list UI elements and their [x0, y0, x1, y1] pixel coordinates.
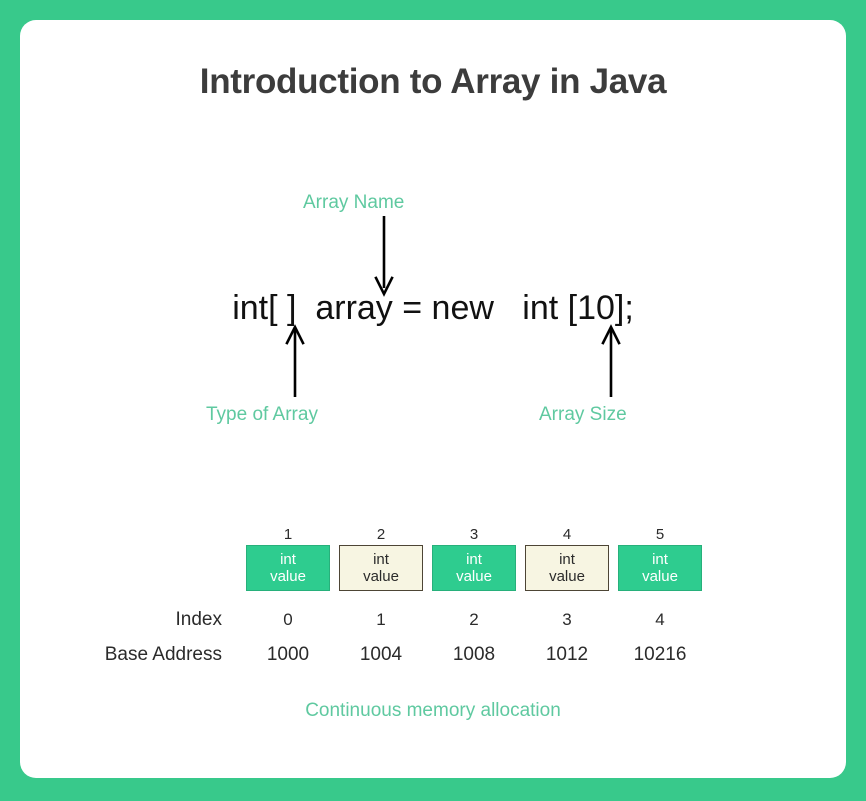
memory-cell-value: value	[642, 568, 678, 585]
memory-cell-type: int	[559, 551, 575, 568]
index-value: 1	[376, 610, 386, 629]
base-address-value: 10216	[633, 644, 687, 665]
cell-number: 2	[376, 526, 386, 543]
content-card: Introduction to Array in Java Array Name…	[20, 20, 846, 778]
memory-cell-value: value	[549, 568, 585, 585]
memory-allocation-caption: Continuous memory allocation	[305, 700, 561, 721]
up-arrow-icon-size	[601, 324, 621, 397]
memory-cell-type: int	[280, 551, 296, 568]
memory-cell-type: int	[652, 551, 668, 568]
index-value: 4	[655, 610, 665, 629]
index-value: 2	[469, 610, 479, 629]
base-address-value: 1012	[545, 644, 589, 665]
cell-number: 5	[655, 526, 665, 543]
memory-cell-value: value	[363, 568, 399, 585]
base-address-value: 1004	[359, 644, 403, 665]
memory-cell-type: int	[373, 551, 389, 568]
page-title: Introduction to Array in Java	[199, 62, 667, 101]
callout-label-array-name: Array Name	[303, 192, 405, 213]
up-arrow-icon-type	[285, 324, 305, 397]
row-heading-index: Index	[175, 609, 222, 630]
index-row: Index 0 1 2 3 4	[176, 610, 726, 630]
index-value: 3	[562, 610, 572, 629]
row-heading-base-address: Base Address	[104, 644, 222, 665]
array-declaration-diagram: Array Name int[ ] array = new int [10]; …	[20, 20, 846, 480]
cell-number-row: 1 2 3 4 5	[246, 525, 726, 545]
memory-cell-value: value	[456, 568, 492, 585]
array-declaration-code: int[ ] array = new int [10];	[232, 289, 634, 327]
memory-cell-type: int	[466, 551, 482, 568]
callout-label-array-size: Array Size	[539, 404, 627, 425]
cell-number: 3	[469, 526, 479, 543]
index-value: 0	[283, 610, 293, 629]
cell-number: 1	[283, 526, 293, 543]
memory-cell-value: value	[270, 568, 306, 585]
base-address-value: 1008	[452, 644, 496, 665]
callout-label-type-of-array: Type of Array	[206, 404, 318, 425]
base-address-row: Base Address 1000 1004 1008 1012 10216	[105, 644, 726, 666]
down-arrow-icon	[374, 216, 394, 297]
base-address-value: 1000	[266, 644, 310, 665]
cell-number: 4	[562, 526, 572, 543]
